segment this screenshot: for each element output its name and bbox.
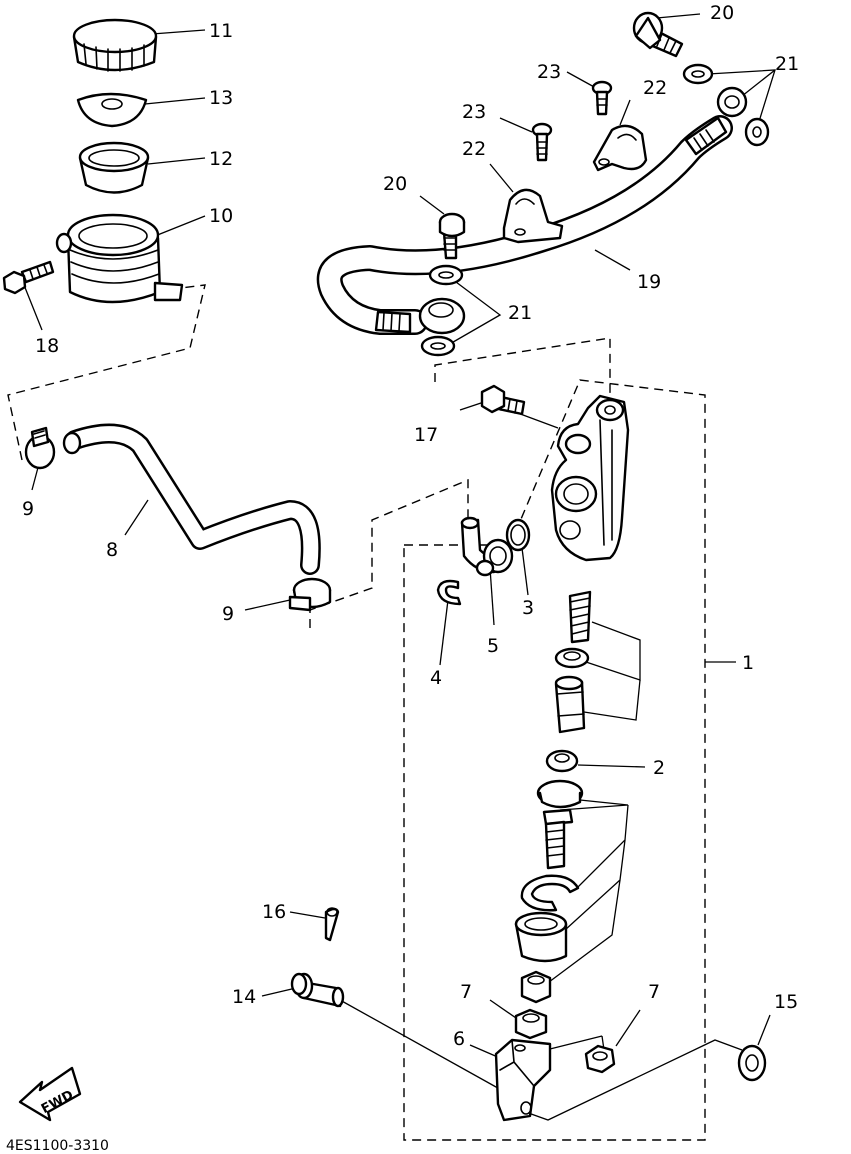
callout-15: 15 [774,991,798,1013]
clevis [494,1038,552,1122]
callout-7-right: 7 [648,981,660,1003]
locknuts [514,970,616,1074]
callout-21-top: 21 [775,53,799,75]
callout-9-lower: 9 [222,603,234,625]
diaphragm [78,141,150,194]
callout-4: 4 [430,667,442,689]
callout-7-left: 7 [460,981,472,1003]
circlip [436,579,462,606]
callout-13: 13 [209,87,233,109]
hose-joint [460,516,514,577]
leader-lines [21,13,776,1121]
callout-20-top: 20 [710,2,734,24]
connection-lines [7,284,611,628]
master-cylinder-body [550,394,630,562]
guide-screws [531,80,613,162]
callout-12: 12 [209,148,233,170]
callout-2: 2 [653,757,665,779]
callout-23-right: 23 [537,61,561,83]
hose-clamp-upper [24,426,56,470]
callout-22-left: 22 [462,138,486,160]
brake-hose [316,115,733,335]
callout-6: 6 [453,1028,465,1050]
reservoir-cap [72,18,158,72]
callout-14: 14 [232,986,256,1008]
callout-8: 8 [106,539,118,561]
hose-guide-right [592,124,648,172]
callout-3: 3 [522,597,534,619]
union-bolt-lower [438,212,466,260]
fwd-arrow-icon: FWD [18,1066,82,1122]
callout-23-left: 23 [462,101,486,123]
cap-plate [76,92,148,128]
callout-20-lower: 20 [383,173,407,195]
reservoir-body [55,213,184,304]
mounting-bolt [480,384,526,416]
cylinder-kit [514,590,592,963]
callout-16: 16 [262,901,286,923]
drawing-code: 4ES1100-3310 [6,1138,109,1154]
callout-22-right: 22 [643,77,667,99]
reservoir-bolt [2,260,55,295]
callout-labels: 11 13 12 10 18 9 8 9 17 3 5 4 1 2 16 14 … [22,2,799,1050]
callout-9-upper: 9 [22,498,34,520]
hose-clamp-lower [288,577,332,612]
callout-21-lower: 21 [508,302,532,324]
o-ring [505,518,531,552]
hose-guide-left [502,188,564,244]
callout-1: 1 [742,652,754,674]
callout-17: 17 [414,424,438,446]
copper-washers [420,63,770,357]
callout-10: 10 [209,205,233,227]
cotter-pin [324,907,340,942]
clevis-pin [290,972,345,1008]
plain-washer [737,1044,767,1082]
callout-11: 11 [209,20,233,42]
hose-banjo-lower [418,297,466,335]
callout-18: 18 [35,335,59,357]
callout-5: 5 [487,635,499,657]
reservoir-hose [62,423,321,575]
hose-banjo-top [716,86,748,118]
union-bolt-top [632,11,684,58]
callout-19: 19 [637,271,661,293]
